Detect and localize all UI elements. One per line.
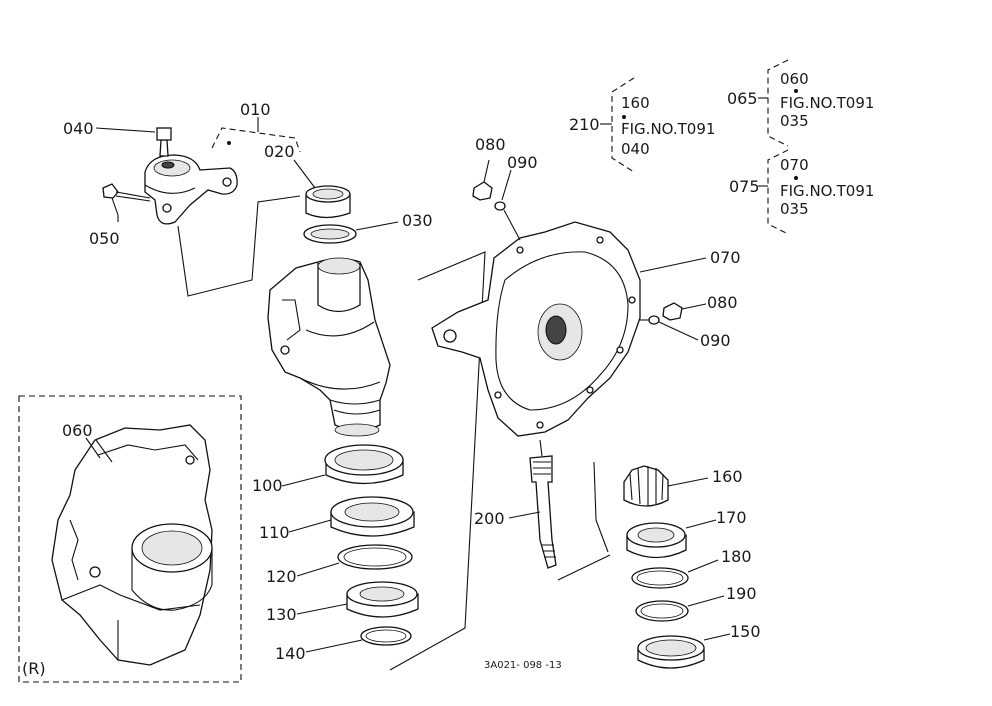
label-060: 060 xyxy=(62,421,93,440)
bearing-stack xyxy=(281,251,486,671)
inset-frame xyxy=(18,395,242,683)
label-180: 180 xyxy=(721,547,752,566)
label-090-right: 090 xyxy=(700,331,731,350)
ref-065-top: 060 xyxy=(780,70,809,88)
part-labels: 010 020 030 040 050 060 070 080 090 080 … xyxy=(62,100,761,663)
ref-065-id: 065 xyxy=(727,89,758,108)
bracket-group xyxy=(95,117,301,297)
washer-090-top xyxy=(494,201,506,211)
label-120: 120 xyxy=(266,567,297,586)
reference-065: 065 060 FIG.NO.T091 035 xyxy=(727,70,874,130)
reference-210: 210 160 FIG.NO.T091 040 xyxy=(569,94,715,158)
gear-case xyxy=(431,159,707,437)
kingpin-housing xyxy=(267,257,391,437)
label-090-top: 090 xyxy=(507,153,538,172)
ref-210-top: 160 xyxy=(621,94,650,112)
label-130: 130 xyxy=(266,605,297,624)
bevel-pinion xyxy=(623,465,669,507)
ref-075-top: 070 xyxy=(780,156,809,174)
label-080-top: 080 xyxy=(475,135,506,154)
ref-210-bottom: 040 xyxy=(621,140,650,158)
label-070: 070 xyxy=(710,248,741,267)
ref-075-fig: FIG.NO.T091 xyxy=(780,182,874,200)
label-160: 160 xyxy=(712,467,743,486)
label-100: 100 xyxy=(252,476,283,495)
bushing-and-seal xyxy=(293,159,399,244)
ref-065-fig: FIG.NO.T091 xyxy=(780,94,874,112)
ref-075-bottom: 035 xyxy=(780,200,809,218)
label-050: 050 xyxy=(89,229,120,248)
label-080-right: 080 xyxy=(707,293,738,312)
diagram-code: 3A021- 098 -13 xyxy=(484,660,562,671)
label-020: 020 xyxy=(264,142,295,161)
ref-210-id: 210 xyxy=(569,115,600,134)
label-150: 150 xyxy=(730,622,761,641)
ref-210-fig: FIG.NO.T091 xyxy=(621,120,715,138)
bolt xyxy=(102,183,119,199)
label-110: 110 xyxy=(259,523,290,542)
label-010: 010 xyxy=(240,100,271,119)
label-030: 030 xyxy=(402,211,433,230)
label-140: 140 xyxy=(275,644,306,663)
ref-075-id: 075 xyxy=(729,177,760,196)
pinion-stack xyxy=(593,461,731,669)
label-200: 200 xyxy=(474,509,505,528)
inset-label: (R) xyxy=(22,659,46,678)
ref-065-bottom: 035 xyxy=(780,112,809,130)
inset-right-side-view xyxy=(18,395,242,683)
grease-fitting xyxy=(159,139,169,157)
gear-case-body xyxy=(431,221,641,437)
reference-brackets xyxy=(600,59,789,235)
bolt-080-right xyxy=(662,302,683,321)
drive-shaft xyxy=(529,455,557,569)
bolt-080-top xyxy=(472,181,493,201)
label-040: 040 xyxy=(63,119,94,138)
label-170: 170 xyxy=(716,508,747,527)
reference-075: 075 070 FIG.NO.T091 035 xyxy=(729,156,874,218)
washer-090-right xyxy=(648,315,660,325)
shaft xyxy=(508,439,611,581)
label-190: 190 xyxy=(726,584,757,603)
